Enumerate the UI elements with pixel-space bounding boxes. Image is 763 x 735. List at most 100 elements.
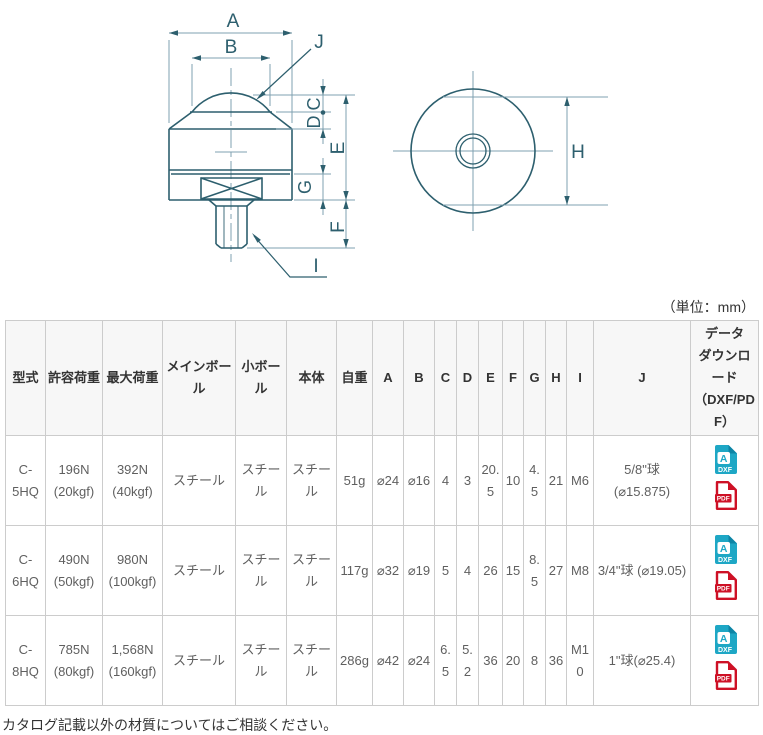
stud-thread-lines bbox=[223, 206, 239, 248]
spec-cell: 4 bbox=[434, 435, 457, 527]
top-view-centerlines bbox=[393, 71, 553, 231]
spec-cell: ⌀19 bbox=[403, 525, 435, 617]
pdf-download-link[interactable]: PDF bbox=[713, 570, 737, 607]
model-cell: C-5HQ bbox=[5, 435, 46, 527]
svg-text:A: A bbox=[719, 453, 727, 465]
spec-cell: 286g bbox=[336, 615, 373, 707]
column-header: メインボール bbox=[162, 319, 236, 437]
spec-cell: 51g bbox=[336, 435, 373, 527]
dxf-file-icon: A DXF bbox=[714, 534, 737, 564]
dim-label-a: A bbox=[227, 11, 240, 32]
spec-cell: スチール bbox=[162, 525, 236, 617]
spec-cell: ⌀24 bbox=[403, 615, 435, 707]
flange-circle bbox=[410, 88, 536, 214]
pdf-file-icon: PDF bbox=[714, 570, 737, 600]
column-header: 型式 bbox=[5, 319, 46, 437]
spec-cell: 490N (50kgf) bbox=[45, 525, 103, 617]
spec-cell: スチール bbox=[286, 435, 337, 527]
spec-cell: 5 bbox=[434, 525, 457, 617]
dim-label-b: B bbox=[225, 37, 238, 58]
spec-cell: 1,568N (160kgf) bbox=[102, 615, 163, 707]
spec-cell: 6.5 bbox=[434, 615, 457, 707]
column-header: 最大荷重 bbox=[102, 319, 163, 437]
dxf-file-icon: A DXF bbox=[714, 444, 737, 474]
column-header: G bbox=[523, 319, 546, 437]
dim-label-e: E bbox=[328, 142, 349, 155]
column-header: H bbox=[545, 319, 567, 437]
column-header: E bbox=[478, 319, 503, 437]
spec-cell: 21 bbox=[545, 435, 567, 527]
column-header: C bbox=[434, 319, 457, 437]
spec-cell: スチール bbox=[286, 615, 337, 707]
column-header: I bbox=[566, 319, 594, 437]
dim-label-i: I bbox=[313, 256, 318, 277]
spec-cell: 3/4"球 (⌀19.05) bbox=[593, 525, 691, 617]
spec-cell: スチール bbox=[286, 525, 337, 617]
spec-cell: 980N (100kgf) bbox=[102, 525, 163, 617]
main-ball-arc bbox=[191, 92, 271, 113]
dim-label-c: C bbox=[304, 98, 324, 111]
spec-cell: M10 bbox=[566, 615, 594, 707]
stud-inner-circle bbox=[459, 137, 487, 165]
pdf-download-link[interactable]: PDF bbox=[713, 480, 737, 517]
spec-cell: 4 bbox=[456, 525, 479, 617]
svg-text:A: A bbox=[719, 543, 727, 555]
spec-cell: ⌀42 bbox=[372, 615, 404, 707]
spec-cell: 10 bbox=[502, 435, 524, 527]
column-header: 小ボール bbox=[235, 319, 287, 437]
model-cell: C-8HQ bbox=[5, 615, 46, 707]
dim-label-f: F bbox=[328, 221, 349, 233]
column-header: データ ダウンロード （DXF/PDF） bbox=[690, 319, 759, 437]
dim-label-g: G bbox=[295, 180, 315, 194]
spec-cell: 117g bbox=[336, 525, 373, 617]
dxf-download-link[interactable]: A DXF bbox=[713, 444, 737, 481]
spec-cell: 8.5 bbox=[523, 525, 546, 617]
spec-cell: 5.2 bbox=[456, 615, 479, 707]
spec-cell: 20 bbox=[502, 615, 524, 707]
dim-label-d: D bbox=[304, 116, 324, 129]
column-header: A bbox=[372, 319, 404, 437]
drawing-svg: A B J I C D E G F bbox=[168, 11, 608, 278]
spec-cell: 196N (20kgf) bbox=[45, 435, 103, 527]
spec-cell: 5/8"球 (⌀15.875) bbox=[593, 435, 691, 527]
spec-cell: 392N (40kgf) bbox=[102, 435, 163, 527]
spec-cell: スチール bbox=[235, 615, 287, 707]
spec-cell: スチール bbox=[162, 615, 236, 707]
h-dimension-arrows bbox=[564, 97, 570, 205]
spec-cell: スチール bbox=[235, 525, 287, 617]
dxf-download-link[interactable]: A DXF bbox=[713, 534, 737, 571]
catalog-note: カタログ記載以外の材質についてはご相談ください。 bbox=[2, 717, 338, 734]
dimension-lines bbox=[168, 32, 355, 249]
column-header: 自重 bbox=[336, 319, 373, 437]
technical-drawing: A B J I C D E G F bbox=[0, 0, 763, 298]
svg-text:DXF: DXF bbox=[718, 467, 733, 474]
pdf-file-icon: PDF bbox=[714, 480, 737, 510]
column-header: D bbox=[456, 319, 479, 437]
column-header: 許容荷重 bbox=[45, 319, 103, 437]
spec-cell: 8 bbox=[523, 615, 546, 707]
svg-text:A: A bbox=[719, 633, 727, 645]
spec-cell: ⌀32 bbox=[372, 525, 404, 617]
spec-cell: 36 bbox=[545, 615, 567, 707]
svg-text:DXF: DXF bbox=[718, 557, 733, 564]
column-header: F bbox=[502, 319, 524, 437]
spec-cell: 26 bbox=[478, 525, 503, 617]
pdf-download-link[interactable]: PDF bbox=[713, 660, 737, 697]
model-cell: C-6HQ bbox=[5, 525, 46, 617]
svg-text:PDF: PDF bbox=[716, 586, 729, 593]
spec-cell: 3 bbox=[456, 435, 479, 527]
spec-cell: スチール bbox=[162, 435, 236, 527]
spec-cell: 20.5 bbox=[478, 435, 503, 527]
spec-cell: 15 bbox=[502, 525, 524, 617]
download-cell: A DXF PDF bbox=[690, 435, 759, 527]
spec-cell: 785N (80kgf) bbox=[45, 615, 103, 707]
spec-cell: M6 bbox=[566, 435, 594, 527]
spec-cell: 4.5 bbox=[523, 435, 546, 527]
spec-cell: 1"球(⌀25.4) bbox=[593, 615, 691, 707]
